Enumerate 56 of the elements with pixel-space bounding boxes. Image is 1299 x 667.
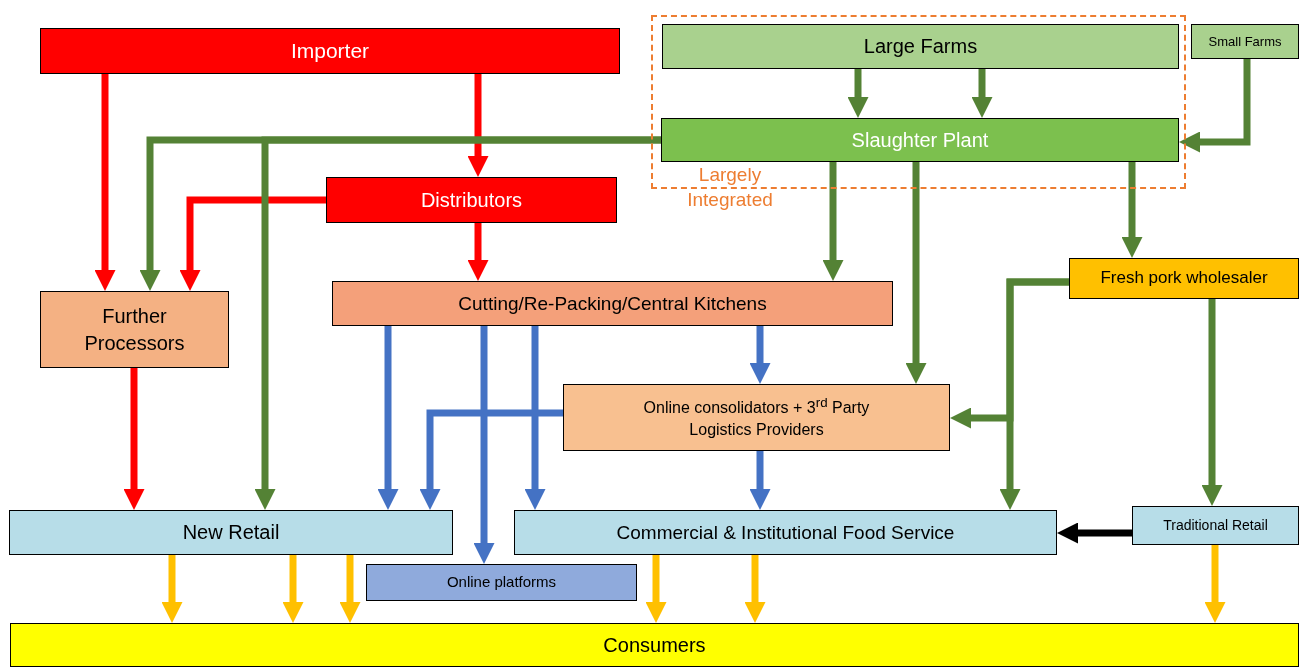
arrow — [473, 326, 495, 564]
process-box — [326, 177, 617, 223]
arrow — [339, 555, 361, 623]
arrow — [94, 74, 116, 291]
node-label: Importer — [290, 37, 370, 64]
arrow — [749, 451, 771, 510]
arrow — [1179, 59, 1251, 153]
arrow — [822, 162, 844, 281]
arrow — [1204, 545, 1226, 623]
process-box — [563, 384, 950, 451]
node-label: Slaughter Plant — [851, 127, 989, 153]
node-label: Large Farms — [863, 34, 978, 59]
arrow — [419, 409, 563, 510]
arrow — [161, 555, 183, 623]
process-box — [661, 118, 1179, 162]
node-label: Distributors — [420, 187, 523, 213]
node-label: Online consolidators + 3$^{rd}$ Party Logistics Providers — [642, 394, 871, 441]
node-label: Consumers — [603, 632, 706, 658]
node-label: Further Processors — [83, 303, 186, 356]
node-label: New Retail — [182, 520, 280, 545]
process-box — [1132, 506, 1299, 545]
process-box — [662, 24, 1179, 69]
process-box — [9, 510, 453, 555]
arrow — [1201, 299, 1223, 506]
process-box — [514, 510, 1057, 555]
arrow — [971, 69, 993, 118]
arrow — [1057, 522, 1132, 544]
arrow — [744, 555, 766, 623]
arrow — [999, 278, 1069, 510]
arrow — [179, 196, 326, 291]
process-box — [1191, 24, 1299, 59]
group-label: Largely Integrated — [686, 163, 774, 212]
arrow — [749, 326, 771, 384]
node-label: Commercial & Institutional Food Service — [616, 520, 955, 545]
node-label: Cutting/Re-Packing/Central Kitchens — [458, 291, 767, 316]
arrow — [645, 555, 667, 623]
process-box — [366, 564, 637, 601]
arrow — [524, 326, 546, 510]
node-label: Online platforms — [446, 572, 557, 593]
process-box — [40, 28, 620, 74]
arrow — [254, 136, 661, 510]
process-box — [1069, 258, 1299, 299]
arrow — [377, 326, 399, 510]
node-label: Fresh pork wholesaler — [1100, 267, 1268, 290]
arrow — [847, 69, 869, 118]
arrow — [1121, 162, 1143, 258]
arrow — [123, 368, 145, 510]
arrow — [905, 162, 927, 384]
arrow — [467, 223, 489, 281]
process-box — [332, 281, 893, 326]
node-label: Small Farms — [1208, 32, 1282, 51]
arrow — [467, 74, 489, 177]
process-box — [10, 623, 1299, 667]
node-label: Traditional Retail — [1163, 516, 1268, 535]
arrow — [282, 555, 304, 623]
process-box — [40, 291, 229, 368]
